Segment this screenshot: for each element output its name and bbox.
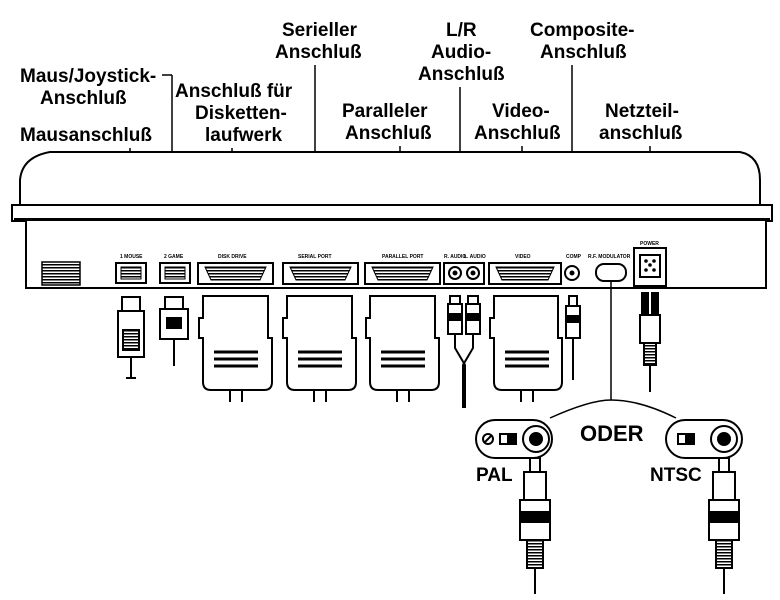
ntsc-modulator (665, 419, 743, 459)
pal-label: PAL (476, 465, 513, 486)
svg-text:Anschluß: Anschluß (474, 123, 561, 144)
svg-text:1 MOUSE: 1 MOUSE (120, 254, 143, 260)
label-video: Video- Anschluß (474, 101, 561, 144)
svg-text:Anschluß: Anschluß (540, 42, 627, 63)
computer-casing (11, 151, 773, 289)
svg-text:Anschluß: Anschluß (418, 64, 505, 85)
port-disk-drive: DISK DRIVE (197, 254, 274, 285)
svg-text:Video-: Video- (492, 101, 550, 122)
label-mouse: Mausanschluß (20, 125, 152, 146)
mouse-plug (117, 296, 145, 379)
pal-modulator (475, 419, 553, 459)
port-game: 2 GAME (159, 254, 191, 284)
port-composite: COMP (564, 254, 582, 281)
svg-text:Audio-: Audio- (431, 42, 491, 63)
svg-text:Anschluß: Anschluß (345, 123, 432, 144)
svg-text:anschluß: anschluß (599, 123, 683, 144)
svg-text:POWER: POWER (640, 241, 659, 247)
svg-text:Disketten-: Disketten- (195, 103, 287, 124)
svg-text:VIDEO: VIDEO (515, 254, 531, 260)
video-plug (489, 295, 563, 402)
label-mouse-joystick: Maus/Joystick- Anschluß (20, 66, 156, 109)
power-plug (639, 292, 661, 392)
svg-text:L/R: L/R (446, 20, 477, 41)
audio-plugs (447, 295, 481, 408)
svg-text:Anschluß: Anschluß (275, 42, 362, 63)
svg-text:SERIAL PORT: SERIAL PORT (298, 254, 332, 260)
svg-text:COMP: COMP (566, 254, 582, 260)
port-audio: R. AUDIO L. AUDIO (443, 254, 486, 285)
svg-text:PARALLEL PORT: PARALLEL PORT (382, 254, 423, 260)
label-audio: L/R Audio- Anschluß (418, 20, 505, 85)
svg-text:Paralleler: Paralleler (342, 101, 428, 122)
label-serial: Serieller Anschluß (275, 20, 362, 63)
label-composite: Composite- Anschluß (530, 20, 635, 63)
svg-text:Anschluß: Anschluß (40, 88, 127, 109)
svg-text:laufwerk: laufwerk (205, 125, 283, 146)
ntsc-label: NTSC (650, 465, 702, 486)
port-serial: SERIAL PORT (282, 254, 359, 285)
port-mouse: 1 MOUSE (115, 254, 147, 284)
parallel-plug (365, 295, 440, 402)
serial-plug (282, 295, 357, 402)
disk-drive-plug (198, 295, 273, 402)
svg-text:Anschluß für: Anschluß für (175, 81, 293, 102)
svg-text:Mausanschluß: Mausanschluß (20, 125, 152, 146)
svg-text:R. AUDIO: R. AUDIO (444, 254, 466, 260)
svg-text:DISK DRIVE: DISK DRIVE (218, 254, 247, 260)
modulator-leader-lines (549, 281, 677, 419)
port-video: VIDEO (488, 254, 562, 285)
port-parallel: PARALLEL PORT (364, 254, 441, 285)
svg-text:Netzteil-: Netzteil- (605, 101, 679, 122)
label-parallel: Paralleler Anschluß (342, 101, 432, 144)
svg-text:L. AUDIO: L. AUDIO (464, 254, 486, 260)
label-disk-drive: Anschluß für Disketten- laufwerk (175, 81, 293, 146)
port-power: POWER (633, 241, 667, 287)
svg-text:Maus/Joystick-: Maus/Joystick- (20, 66, 156, 87)
joystick-plug (159, 296, 189, 366)
svg-text:2 GAME: 2 GAME (164, 254, 184, 260)
svg-text:Serieller: Serieller (282, 20, 358, 41)
label-power: Netzteil- anschluß (599, 101, 683, 144)
composite-plug (565, 295, 581, 380)
panel-badge (41, 261, 81, 286)
pal-cable (519, 457, 551, 594)
oder-label: ODER (580, 421, 644, 446)
svg-text:Composite-: Composite- (530, 20, 635, 41)
svg-text:R.F. MODULATOR: R.F. MODULATOR (588, 254, 631, 260)
ntsc-cable (708, 457, 740, 594)
